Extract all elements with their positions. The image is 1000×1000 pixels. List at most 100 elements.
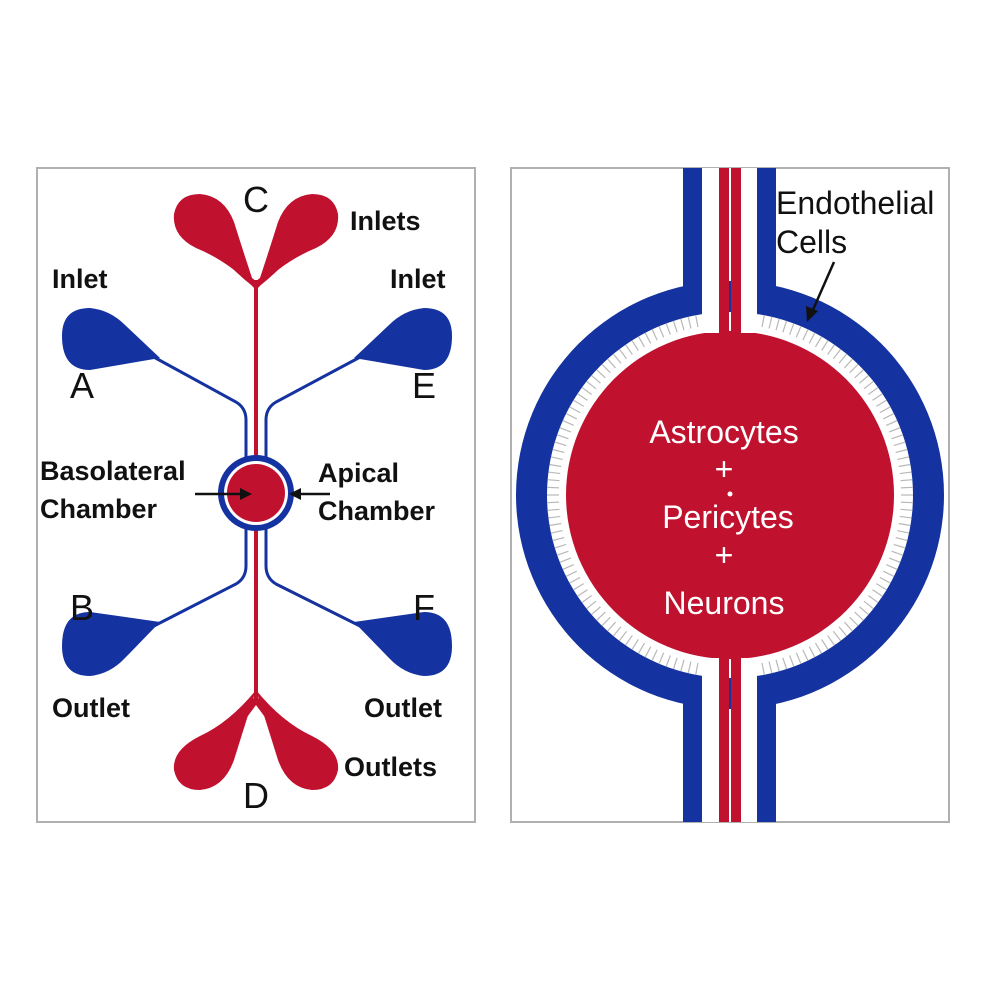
endothelial-cell-tick bbox=[687, 661, 692, 674]
outlet-d-right-lobe bbox=[256, 690, 339, 790]
endothelial-cell-tick bbox=[849, 616, 859, 627]
endothelial-cell-tick bbox=[547, 479, 560, 482]
endothelial-cell-tick bbox=[872, 393, 883, 401]
endothelial-cell-tick bbox=[888, 557, 901, 563]
port-a-label: A bbox=[70, 365, 94, 406]
endothelial-cell-tick bbox=[891, 434, 904, 440]
inlet-left-label: Inlet bbox=[52, 264, 108, 294]
basolateral-label-line1: Basolateral bbox=[40, 456, 186, 486]
endothelial-cell-tick bbox=[549, 463, 562, 468]
endothelial-cell-tick bbox=[885, 420, 898, 426]
center-dot bbox=[727, 491, 733, 497]
endothelial-cell-tick bbox=[644, 332, 652, 344]
plus-2: + bbox=[715, 537, 734, 573]
inlet-c-right-lobe bbox=[256, 194, 339, 290]
endothelial-cell-tick bbox=[875, 399, 887, 407]
endothelial-cell-tick bbox=[625, 635, 633, 646]
endothelial-cell-tick bbox=[631, 639, 639, 650]
endothelial-cell-tick bbox=[569, 576, 581, 584]
endothelial-cell-tick bbox=[888, 427, 901, 433]
plus-1: + bbox=[715, 451, 734, 487]
endothelial-cell-tick bbox=[596, 611, 606, 621]
endothelial-cell-tick bbox=[665, 655, 671, 667]
endothelial-cell-tick bbox=[665, 323, 671, 335]
outlet-right-label: Outlet bbox=[364, 693, 442, 723]
endothelial-cell-tick bbox=[601, 616, 611, 627]
endothelial-cell-tick bbox=[814, 336, 823, 348]
endothelial-cell-tick bbox=[547, 501, 560, 504]
endothelial-cell-tick bbox=[808, 332, 816, 344]
endothelial-cell-tick bbox=[893, 441, 906, 447]
endothelial-cell-tick bbox=[838, 626, 848, 637]
left-panel: C D A E B F Inlets Inlet Inlet Outlet Ou… bbox=[36, 167, 476, 823]
endothelial-cell-tick bbox=[768, 316, 773, 329]
endothelial-cell-tick bbox=[761, 662, 765, 675]
endothelial-cell-tick bbox=[895, 448, 908, 454]
endothelial-cell-tick bbox=[581, 595, 593, 604]
endothelial-cell-tick bbox=[795, 326, 802, 338]
endothelial-cell-tick bbox=[900, 479, 913, 482]
endothelial-cell-tick bbox=[577, 393, 588, 401]
endothelial-cell-tick bbox=[565, 413, 578, 420]
endothelial-cell-tick bbox=[897, 456, 910, 461]
endothelial-cell-tick bbox=[879, 406, 891, 414]
endothelial-cell-tick bbox=[900, 486, 913, 489]
endothelial-cell-tick bbox=[859, 374, 869, 384]
endothelial-cell-tick bbox=[556, 434, 569, 440]
endothelial-cell-tick bbox=[814, 642, 823, 654]
top-red-channel-left bbox=[719, 168, 729, 338]
pericytes-label: Pericytes bbox=[662, 499, 794, 535]
endothelial-cell-tick bbox=[859, 606, 869, 616]
endothelial-cell-tick bbox=[827, 344, 835, 355]
endothelial-cell-tick bbox=[586, 600, 597, 610]
endothelial-cell-tick bbox=[618, 348, 628, 360]
endothelial-cell-tick bbox=[581, 386, 593, 395]
port-f-label: F bbox=[413, 587, 435, 628]
endothelial-cell-tick bbox=[695, 662, 699, 675]
inlet-right-label: Inlet bbox=[390, 264, 446, 294]
endothelial-cell-tick bbox=[782, 657, 788, 670]
endothelial-cell-tick bbox=[591, 606, 601, 616]
endothelial-cell-tick bbox=[789, 323, 795, 335]
endothelial-cell-tick bbox=[658, 326, 665, 338]
endothelial-cell-tick bbox=[832, 630, 842, 642]
endothelial-cell-tick bbox=[863, 600, 874, 610]
endothelial-cell-tick bbox=[631, 340, 639, 351]
endothelial-cell-tick bbox=[573, 399, 585, 407]
endothelial-cell-tick bbox=[651, 329, 658, 341]
endothelial-cell-tick bbox=[586, 380, 597, 390]
endothelial-cell-tick bbox=[895, 536, 908, 542]
endothelial-cell-tick bbox=[547, 508, 560, 511]
endothelial-cell-tick bbox=[899, 515, 912, 519]
endothelial-cell-tick bbox=[562, 420, 575, 426]
blue-channel-e bbox=[264, 353, 365, 465]
inlet-e-lobe bbox=[354, 308, 452, 370]
endothelial-cell-tick bbox=[556, 550, 569, 556]
endothelial-cell-tick bbox=[554, 441, 567, 447]
bottom-blue-channel-right bbox=[757, 705, 776, 822]
endothelial-cell-tick bbox=[854, 611, 864, 621]
endothelial-cell-tick bbox=[882, 413, 895, 420]
endothelial-cell-tick bbox=[900, 501, 913, 504]
endothelial-cell-tick bbox=[625, 344, 633, 355]
endothelial-cell-tick bbox=[552, 536, 565, 542]
inlets-label: Inlets bbox=[350, 206, 421, 236]
outlet-d-left-lobe bbox=[173, 690, 256, 790]
endothelial-cell-tick bbox=[795, 652, 802, 664]
endothelial-cell-tick bbox=[637, 642, 646, 654]
endothelial-cell-tick bbox=[775, 318, 780, 331]
bottom-blue-channel-left bbox=[683, 705, 702, 822]
endothelial-cell-tick bbox=[782, 320, 788, 333]
endothelial-cell-tick bbox=[872, 589, 883, 597]
astrocytes-label: Astrocytes bbox=[649, 414, 798, 450]
port-e-label: E bbox=[412, 365, 436, 406]
top-channel-gap-right bbox=[741, 168, 757, 333]
endothelial-cell-tick bbox=[672, 320, 678, 333]
endothelial-cell-tick bbox=[879, 576, 891, 584]
blue-channel-a bbox=[149, 353, 248, 465]
outlet-left-label: Outlet bbox=[52, 693, 130, 723]
endothelial-cell-tick bbox=[559, 557, 572, 563]
endothelial-cell-tick bbox=[900, 508, 913, 511]
endothelial-cell-tick bbox=[573, 583, 585, 591]
